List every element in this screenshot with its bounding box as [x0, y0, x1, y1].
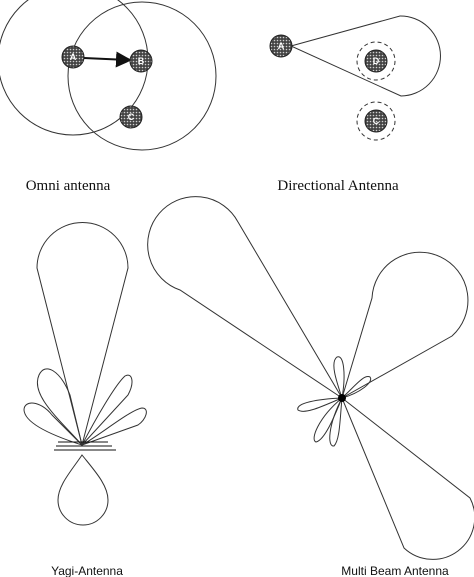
yagi-main-lobe — [36, 222, 129, 446]
beam-small-lobe-1 — [333, 356, 345, 399]
node-label-d: D — [373, 56, 380, 66]
beam-lobe-lower-right — [340, 396, 474, 560]
directional-caption: Directional Antenna — [277, 178, 399, 194]
omni-node-c: C — [119, 105, 143, 129]
beam-small-lobe-3 — [297, 397, 343, 412]
beam-small-lobe-5 — [329, 397, 343, 447]
yagi-side-lobe-left-1 — [36, 368, 83, 446]
omni-node-a: A — [61, 45, 85, 69]
beam-lobe-upper-left — [147, 196, 343, 399]
directional-panel: A D C Directional Antenna — [269, 15, 441, 194]
yagi-side-lobe-right-2 — [81, 407, 147, 446]
yagi-caption: Yagi-Antenna — [51, 564, 123, 577]
node-c-range — [356, 101, 396, 141]
node-d-range — [356, 41, 396, 81]
omni-caption: Omni antenna — [26, 178, 111, 194]
omni-panel: A B C Omni antenna — [0, 0, 217, 194]
node-label-a: A — [278, 41, 285, 51]
node-label-c: C — [128, 112, 135, 122]
yagi-panel: Yagi-Antenna — [23, 222, 147, 577]
dir-node-c: C — [364, 109, 388, 133]
node-label-c: C — [373, 116, 380, 126]
node-label-a: A — [70, 52, 77, 62]
yagi-side-lobe-left-2 — [23, 402, 83, 446]
multibeam-panel: Multi Beam Antenna — [147, 196, 474, 577]
link-arrow — [83, 51, 132, 68]
yagi-side-lobe-right-1 — [81, 374, 133, 446]
directional-beam — [289, 15, 441, 97]
node-label-b: B — [138, 56, 145, 66]
yagi-back-lobe — [57, 454, 109, 526]
beam-lobe-upper-right — [341, 251, 469, 400]
dir-node-a: A — [269, 34, 293, 58]
multibeam-caption: Multi Beam Antenna — [341, 564, 449, 577]
coverage-circle-b — [67, 1, 217, 151]
omni-node-b: B — [129, 49, 153, 73]
beam-small-lobe-2 — [341, 376, 372, 399]
dir-node-d: D — [364, 49, 388, 73]
antenna-center-dot — [338, 394, 346, 402]
